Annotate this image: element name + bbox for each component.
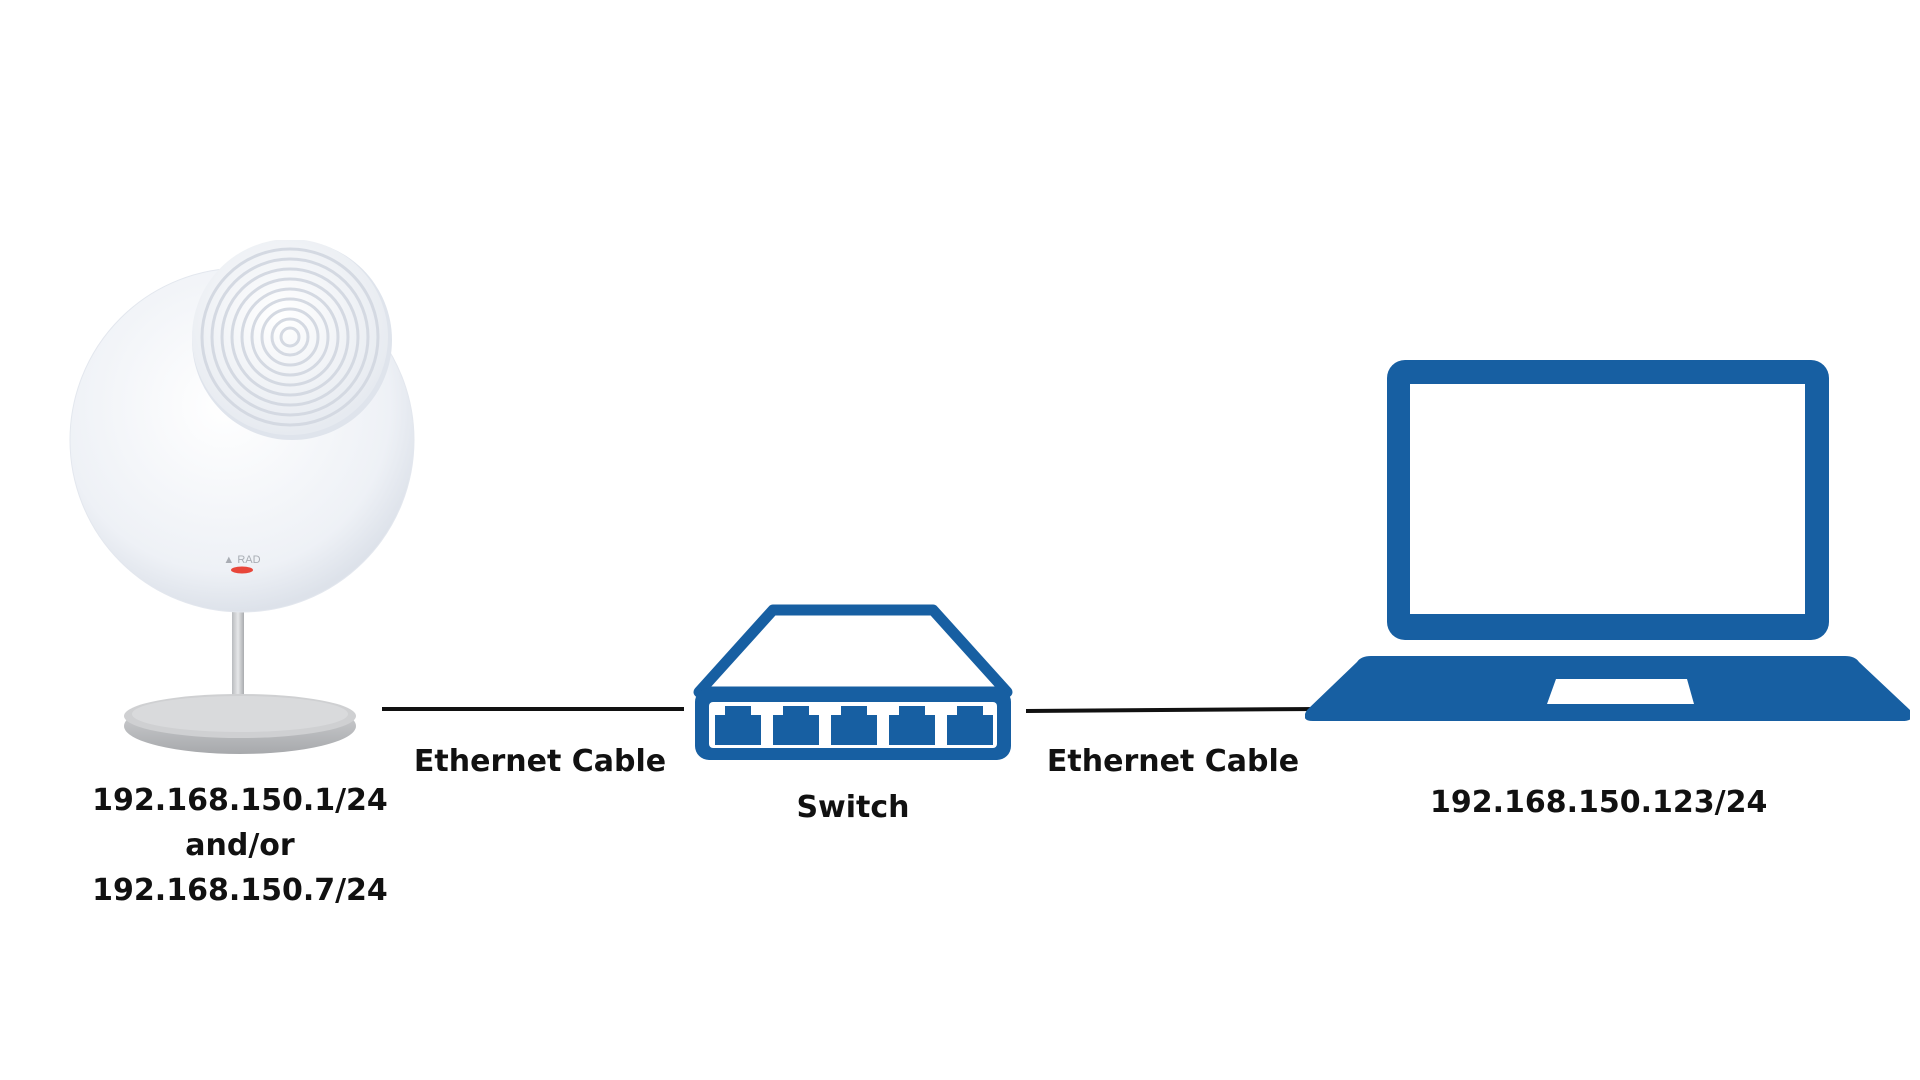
ethernet-cable-line-2: [1025, 706, 1321, 713]
status-led: [231, 566, 253, 574]
access-point-ip-connector: and/or: [185, 828, 295, 863]
access-point-ip-secondary: 192.168.150.7/24: [92, 873, 388, 908]
access-point-device: ▲ RAD: [60, 240, 420, 770]
switch-port-1: [715, 706, 761, 745]
ethernet-cable-label-1: Ethernet Cable: [413, 744, 667, 779]
brand-mark: ▲ RAD: [223, 554, 260, 566]
switch-port-5: [947, 706, 993, 745]
access-point-ip-label: 192.168.150.1/24 and/or 192.168.150.7/24: [90, 778, 390, 913]
switch-port-4: [889, 706, 935, 745]
switch-port-3: [831, 706, 877, 745]
antenna-disc: [192, 240, 392, 440]
ethernet-cable-label-2: Ethernet Cable: [1046, 744, 1300, 779]
switch-icon: [693, 604, 1013, 760]
switch-device: [689, 602, 1017, 768]
laptop-icon: [1305, 360, 1910, 721]
ethernet-cable-line-1: [382, 707, 684, 711]
laptop-device: [1305, 358, 1910, 762]
laptop-ip-label: 192.168.150.123/24: [1430, 785, 1768, 820]
access-point-ip-primary: 192.168.150.1/24: [92, 783, 388, 818]
access-point-icon: ▲ RAD: [69, 240, 415, 754]
switch-label: Switch: [796, 790, 910, 825]
trackpad: [1547, 679, 1694, 704]
switch-port-2: [773, 706, 819, 745]
